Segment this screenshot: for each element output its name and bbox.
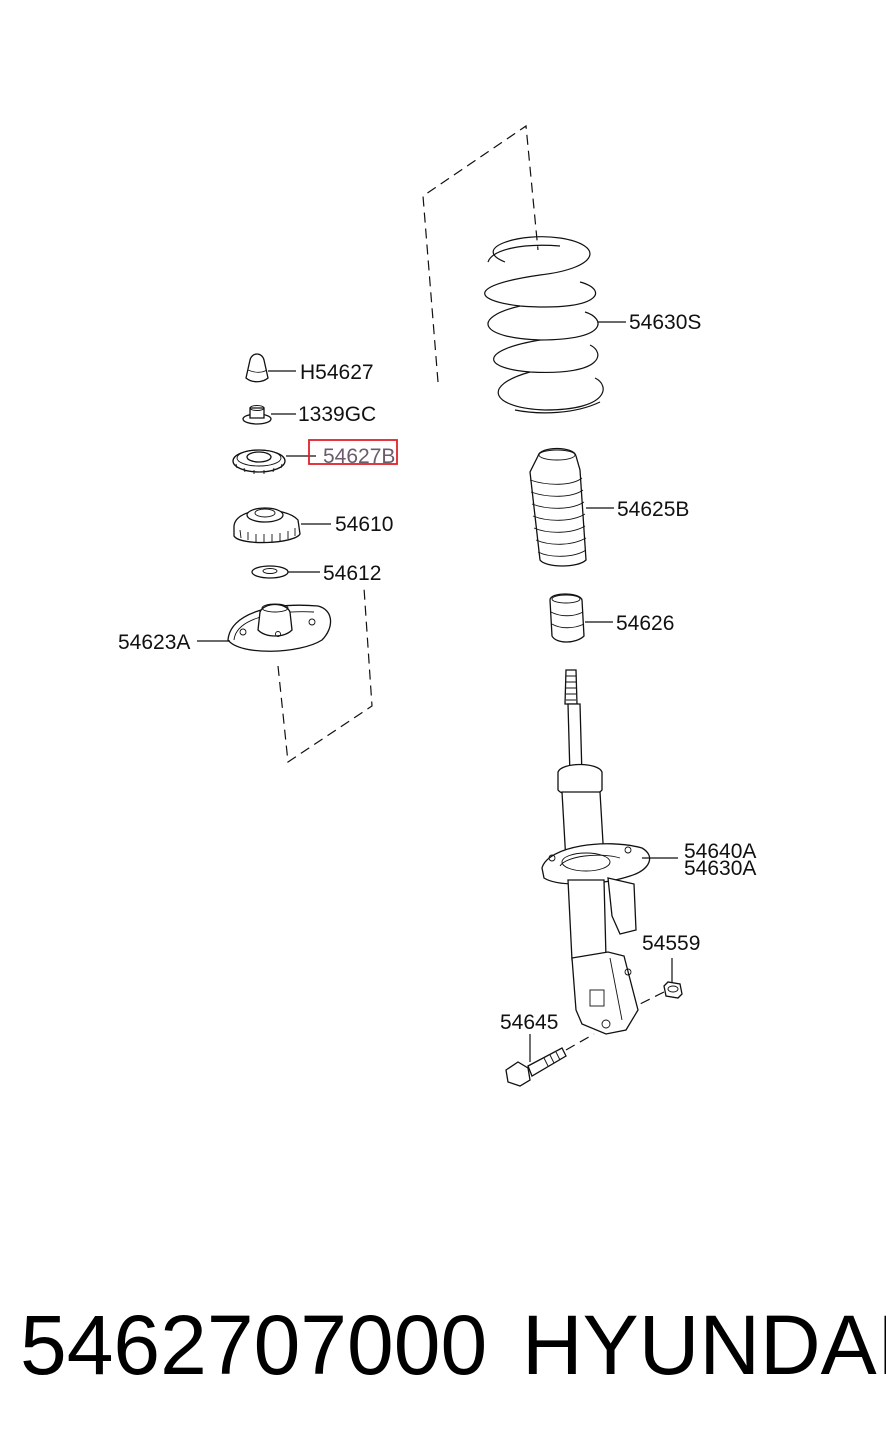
part-number: 5462707000: [20, 1298, 488, 1392]
label-strut-a: 54640A: [684, 840, 756, 863]
label-strut-b: 54630A: [684, 857, 756, 880]
dust-cover-icon: [529, 447, 587, 567]
label-bump-stopper: 54626: [616, 612, 674, 635]
label-spring: 54630S: [629, 311, 701, 334]
label-cap: H54627: [300, 361, 374, 384]
bearing-icon: [232, 449, 286, 474]
small-nut-icon: [663, 981, 683, 999]
exploded-view-svg: 54630S H54627 1339GC 54627B 54610 54612 …: [118, 124, 756, 1087]
label-small-nut: 54559: [642, 932, 700, 955]
label-insulator: 54610: [335, 513, 393, 536]
label-bearing: 54627B: [323, 445, 395, 468]
bump-stopper-icon: [549, 593, 585, 643]
bolt-axis-dashed: [565, 1033, 595, 1051]
top-mount-bracket-dashed: [277, 587, 373, 764]
flange-nut-icon: [242, 405, 272, 425]
label-seat: 54623A: [118, 631, 190, 654]
label-nut: 1339GC: [298, 403, 376, 426]
brand-name: HYUNDAI: [522, 1298, 886, 1392]
nut-axis-dashed: [639, 991, 665, 1005]
label-bolt: 54645: [500, 1011, 558, 1034]
coil-spring-icon: [484, 236, 604, 414]
bolt-icon: [505, 1047, 567, 1087]
cap-icon: [245, 353, 269, 383]
spring-seat-icon: [227, 603, 332, 652]
label-washer: 54612: [323, 562, 381, 585]
insulator-icon: [233, 507, 301, 544]
label-dust-cover: 54625B: [617, 498, 689, 521]
highlight-box: [308, 439, 398, 465]
strut-assembly-icon: [541, 669, 651, 1035]
washer-icon: [251, 565, 289, 579]
spring-bracket-dashed: [422, 124, 539, 383]
footer: 5462707000 HYUNDAI: [0, 1290, 886, 1400]
